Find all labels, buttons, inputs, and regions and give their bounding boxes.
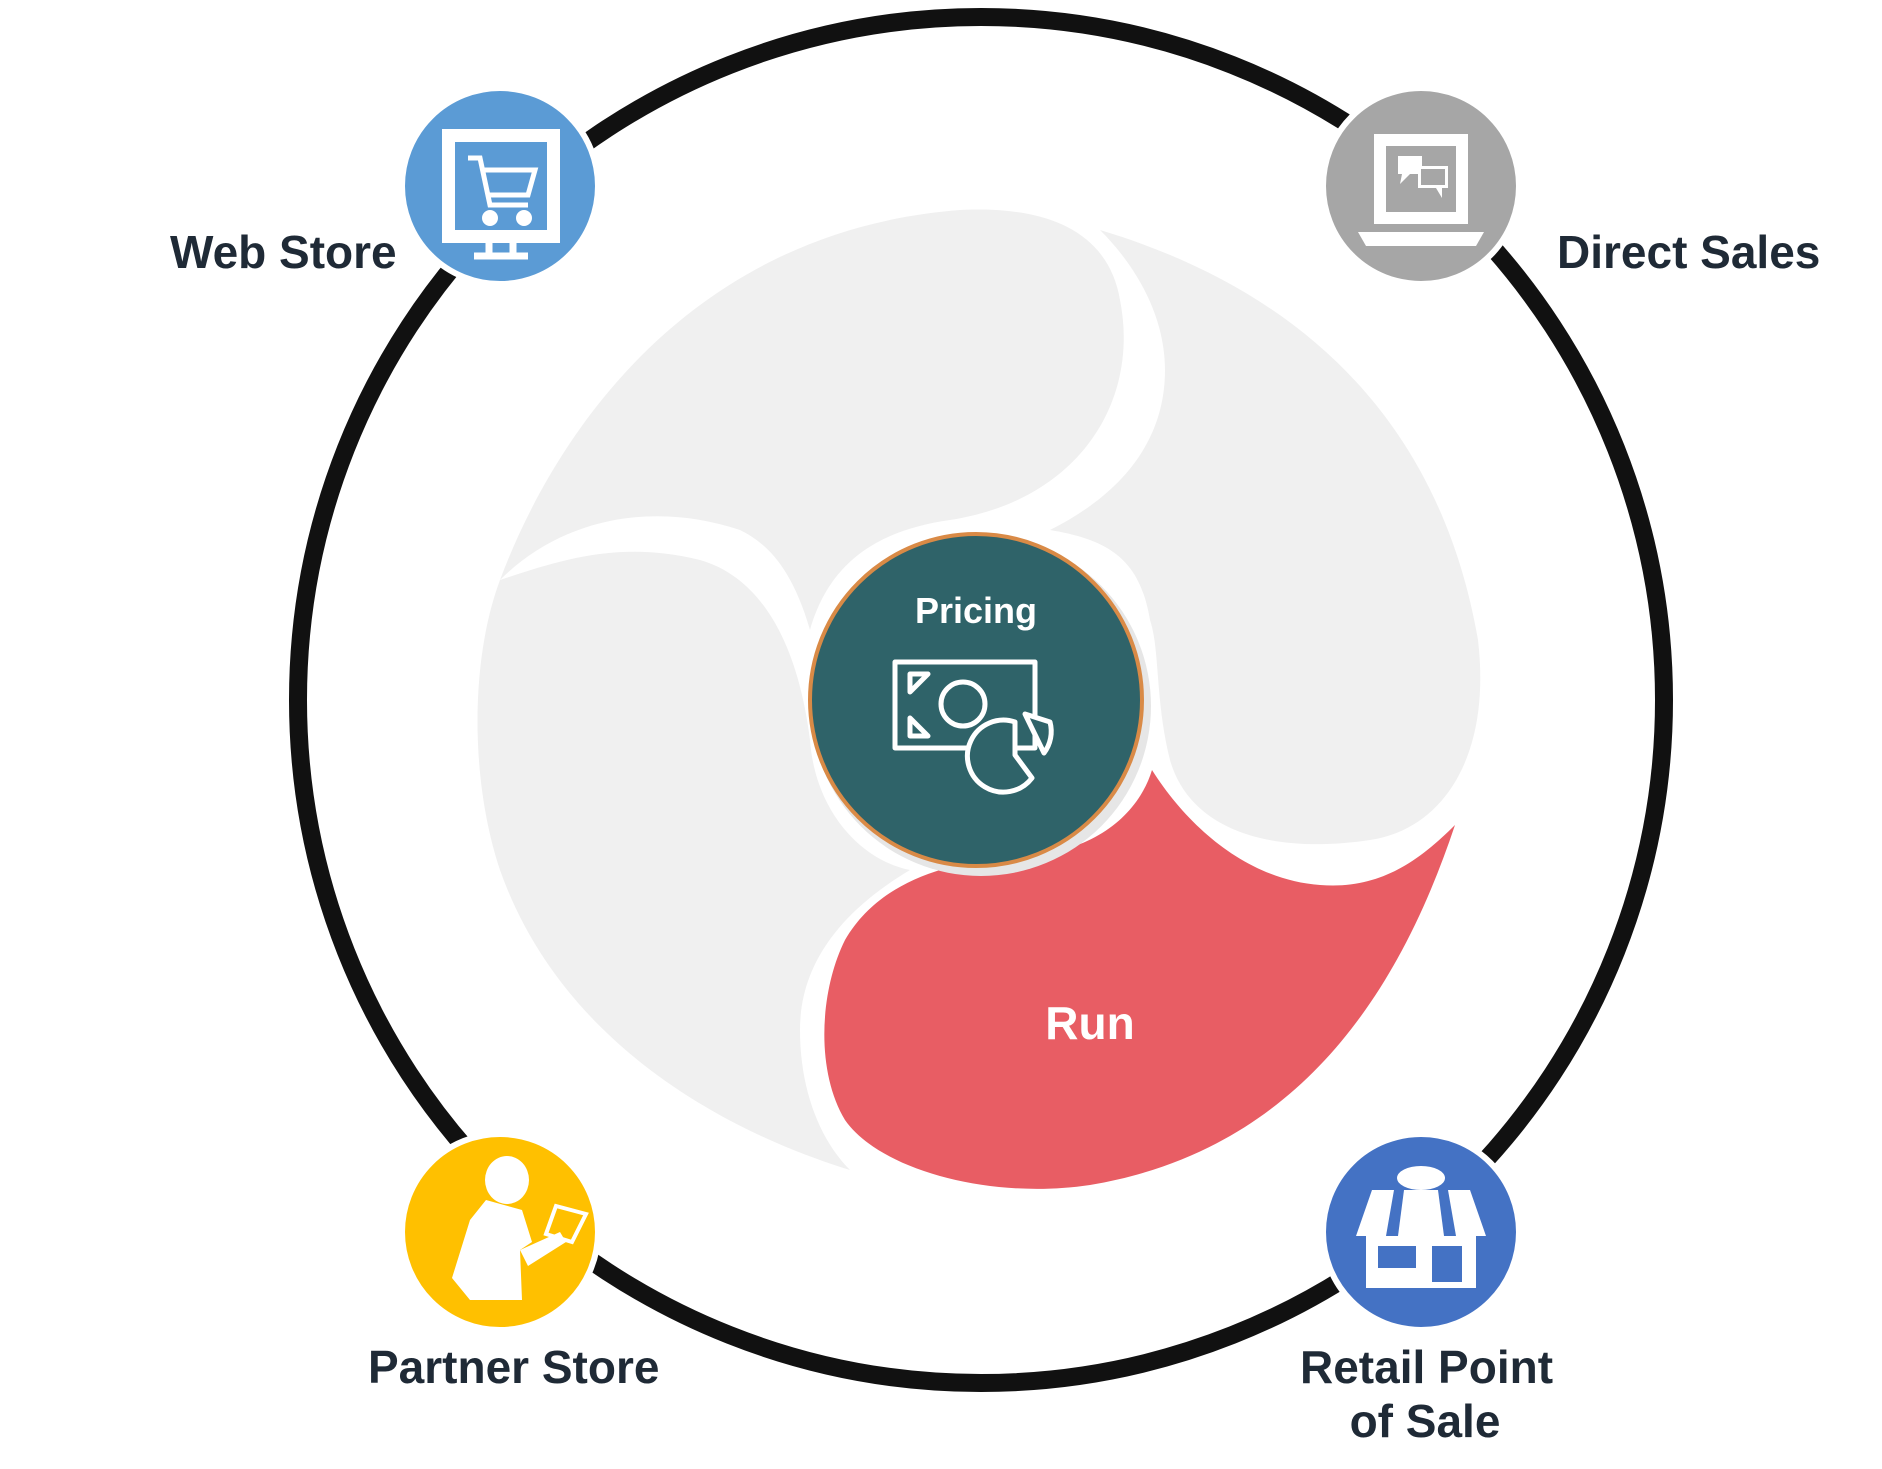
retail-pos-node[interactable]: [1320, 1131, 1522, 1333]
channel-label-web-store: Web Store: [170, 226, 397, 278]
channel-label-partner-store: Partner Store: [368, 1341, 660, 1393]
run-petal-label: Run: [1045, 997, 1135, 1049]
shopping-cart-monitor-icon: [442, 129, 560, 260]
channel-label-retail-pos: Retail Point of Sale: [1300, 1340, 1554, 1448]
channel-label-retail-pos-line1: Retail Point: [1300, 1341, 1554, 1393]
center-label-pricing: Pricing: [914, 590, 1038, 631]
petal-right: [1050, 230, 1481, 845]
outer-ring: [289, 8, 1673, 1392]
direct-sales-node[interactable]: [1320, 85, 1522, 287]
chat-laptop-icon: [1358, 134, 1484, 246]
storefront-icon: [1356, 1166, 1486, 1288]
channel-label-retail-pos-line2: of Sale: [1349, 1395, 1501, 1447]
petal-top: [500, 209, 1124, 630]
center-circle[interactable]: [808, 532, 1144, 868]
money-pie-chart-icon: [892, 659, 1054, 795]
petal-left: [477, 551, 910, 1170]
channel-label-direct-sales: Direct Sales: [1557, 226, 1821, 278]
person-tablet-icon: [452, 1156, 589, 1300]
partner-store-node[interactable]: [399, 1131, 601, 1333]
background-petals: [477, 209, 1481, 1170]
web-store-node[interactable]: [399, 85, 601, 287]
